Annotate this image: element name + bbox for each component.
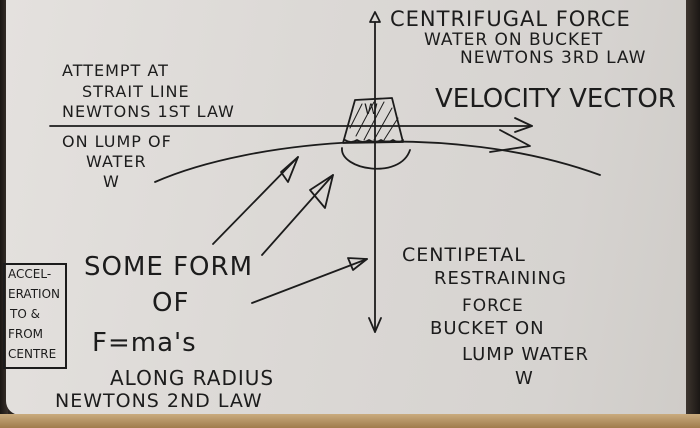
- first-law-label-1: Attempt at: [62, 61, 169, 80]
- lump-label-1: On lump of: [62, 132, 172, 151]
- box-label-5: centre: [8, 347, 57, 361]
- acceleration-box: [3, 263, 67, 369]
- lump-label-2: water: [86, 152, 147, 171]
- some-form-label-5: Newtons 2nd law: [55, 390, 263, 412]
- centripetal-label-6: W: [515, 368, 534, 389]
- force-arrow-2-head: [309, 174, 334, 209]
- some-form-label-3: F=ma's: [92, 328, 197, 358]
- force-arrow-3-head: [347, 257, 368, 271]
- velocity-vector-label: Velocity Vector: [435, 84, 676, 114]
- box-label-2: eration: [8, 287, 61, 301]
- box-label-1: Accel-: [8, 267, 52, 281]
- right-shadow: [686, 0, 700, 428]
- first-law-label-2: strait line: [82, 82, 190, 101]
- centripetal-arrowhead: [368, 317, 382, 333]
- centripetal-label-4: bucket on: [430, 318, 545, 339]
- force-arrow-2: [261, 174, 334, 256]
- circular-path: [154, 140, 601, 183]
- curve-arrowhead: [489, 129, 531, 153]
- centrifugal-label-1: Centrifugal force: [390, 7, 631, 31]
- left-shadow: [0, 0, 8, 428]
- some-form-label-4: along radius: [110, 366, 275, 390]
- force-arrow-1-head: [280, 156, 299, 183]
- centrifugal-label-3: Newtons 3rd law: [460, 48, 647, 68]
- centripetal-label-5: lump water: [462, 344, 590, 365]
- box-label-3: to &: [10, 307, 40, 321]
- desk-edge: [0, 414, 700, 428]
- some-form-label-1: Some form: [84, 252, 254, 282]
- centripetal-label-2: restraining: [434, 268, 567, 289]
- centrifugal-arrowhead: [369, 11, 381, 23]
- centripetal-label-3: force: [462, 296, 524, 316]
- bucket-water-wave: [344, 139, 404, 143]
- centripetal-label-1: Centipetal: [402, 244, 526, 266]
- bucket-hatch: [349, 101, 399, 141]
- first-law-arrowhead: [514, 117, 533, 133]
- force-arrow-1: [212, 156, 299, 245]
- paper-sheet: [6, 0, 690, 415]
- bucket-w-label: W: [364, 102, 379, 118]
- bucket-handle: [341, 147, 411, 170]
- force-arrow-3: [251, 258, 368, 304]
- some-form-label-2: of: [152, 288, 190, 318]
- first-law-label-3: Newtons 1st law: [62, 102, 235, 121]
- bucket-body: [342, 97, 404, 144]
- box-label-4: from: [8, 327, 44, 341]
- lump-label-3: W: [103, 172, 120, 191]
- centrifugal-label-2: water on bucket: [424, 30, 604, 50]
